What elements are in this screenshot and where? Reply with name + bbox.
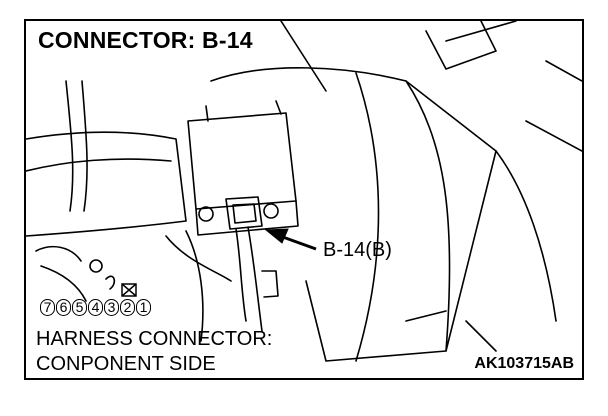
pin: 7	[40, 299, 55, 316]
engine-bay-illustration	[26, 21, 582, 362]
pin: 2	[120, 299, 135, 316]
sensor-body	[187, 112, 297, 210]
pin: 4	[88, 299, 103, 316]
air-cleaner-cover	[210, 67, 497, 362]
harness-label-line2: CONPONENT SIDE	[36, 353, 216, 375]
pin: 5	[72, 299, 87, 316]
pin: 1	[136, 299, 151, 316]
bolt-left	[198, 206, 214, 222]
pin: 3	[104, 299, 119, 316]
pin: 6	[56, 299, 71, 316]
lock-tab-icon	[121, 283, 137, 297]
harness-connector	[225, 196, 263, 230]
pin-layout: 7 6 5 4 3 2 1	[40, 299, 152, 316]
figure-code: AK103715AB	[474, 355, 574, 372]
intake-hose-outline	[26, 131, 187, 237]
callout-arrow	[264, 228, 317, 251]
bolt-right	[263, 203, 279, 219]
diagram-frame: CONNECTOR: B-14 B-14(B) 7 6 5 4 3 2 1 HA…	[24, 19, 584, 380]
connector-callout-label: B-14(B)	[323, 239, 392, 261]
connector-title: CONNECTOR: B-14	[36, 27, 255, 54]
wiring-harness	[165, 226, 263, 332]
harness-label-line1: HARNESS CONNECTOR:	[36, 328, 273, 350]
